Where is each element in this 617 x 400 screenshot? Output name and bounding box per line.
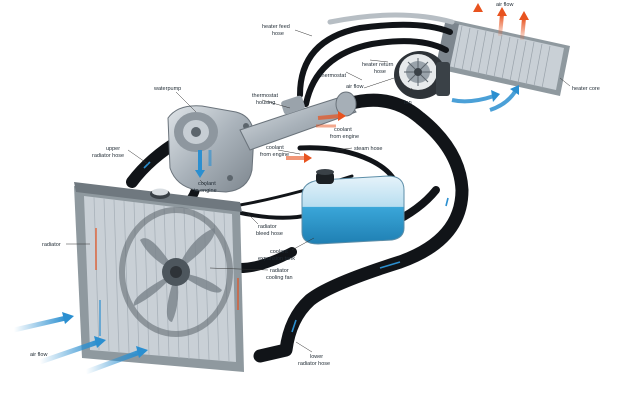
- heater-hoses: [297, 12, 455, 107]
- label-air-flow-mid: air flow: [346, 84, 363, 90]
- label-coolant-from-engine-right-line2: from engine: [330, 134, 359, 140]
- label-coolant-from-engine-right: coolant: [334, 127, 352, 133]
- label-thermostat-housing-line2: housing: [256, 100, 275, 106]
- label-radiator-bleed-hose-line2: bleed hose: [256, 231, 283, 237]
- label-air-flow-left: air flow: [30, 352, 47, 358]
- label-waterpump: waterpump: [153, 86, 181, 92]
- leader-lines: [66, 29, 571, 353]
- label-heater-feed-hose-line2: hose: [272, 31, 284, 37]
- thermostat-housing: [239, 91, 357, 151]
- label-fan: fan: [404, 100, 412, 106]
- heater-core: [434, 20, 570, 96]
- label-heater-feed-hose: heater feed: [262, 24, 290, 30]
- flow-indicators: [143, 161, 449, 333]
- radiator-air-flow-arrows: [13, 312, 148, 375]
- label-upper-radiator-hose-line2: radiator hose: [92, 153, 124, 159]
- radiator: [74, 182, 244, 372]
- heater-air-flow-arrows: [473, 3, 529, 41]
- labels: air flow heater feed hose heater return …: [30, 2, 600, 367]
- label-coolant-from-engine-left: coolant: [266, 145, 284, 151]
- label-steam-hose: steam hose: [354, 146, 382, 152]
- label-coolant-from-engine-left-line2: from engine: [260, 152, 289, 158]
- label-radiator-cooling-fan-line2: cooling fan: [266, 275, 293, 281]
- label-heater-return-hose-line2: hose: [374, 69, 386, 75]
- label-thermostat: thermostat: [320, 73, 346, 79]
- cool-coolant-arrows: [195, 150, 212, 178]
- label-coolant-expansion-tank: coolant: [270, 249, 288, 255]
- label-coolant-to-engine: coolant: [198, 181, 216, 187]
- waterpump: [167, 105, 255, 193]
- label-upper-radiator-hose: upper: [106, 146, 120, 152]
- label-coolant-to-engine-line2: to engine: [194, 188, 217, 194]
- heater-inlet-air-arrows: [451, 85, 519, 112]
- label-lower-radiator-hose-line2: radiator hose: [298, 361, 330, 367]
- label-radiator-cooling-fan: radiator: [270, 268, 289, 274]
- blower-fan: [394, 51, 450, 99]
- label-coolant-expansion-tank-line2: expansion tank: [258, 256, 295, 262]
- label-heater-core: heater core: [572, 86, 600, 92]
- label-air-flow-top: air flow: [496, 2, 513, 8]
- label-thermostat-housing: thermostat: [252, 93, 278, 99]
- label-heater-return-hose: heater return: [362, 62, 394, 68]
- hot-coolant-arrows: [286, 111, 346, 163]
- label-radiator: radiator: [42, 242, 61, 248]
- label-radiator-bleed-hose: radiator: [258, 224, 277, 230]
- label-lower-radiator-hose: lower: [310, 354, 323, 360]
- coolant-expansion-tank: [301, 169, 405, 245]
